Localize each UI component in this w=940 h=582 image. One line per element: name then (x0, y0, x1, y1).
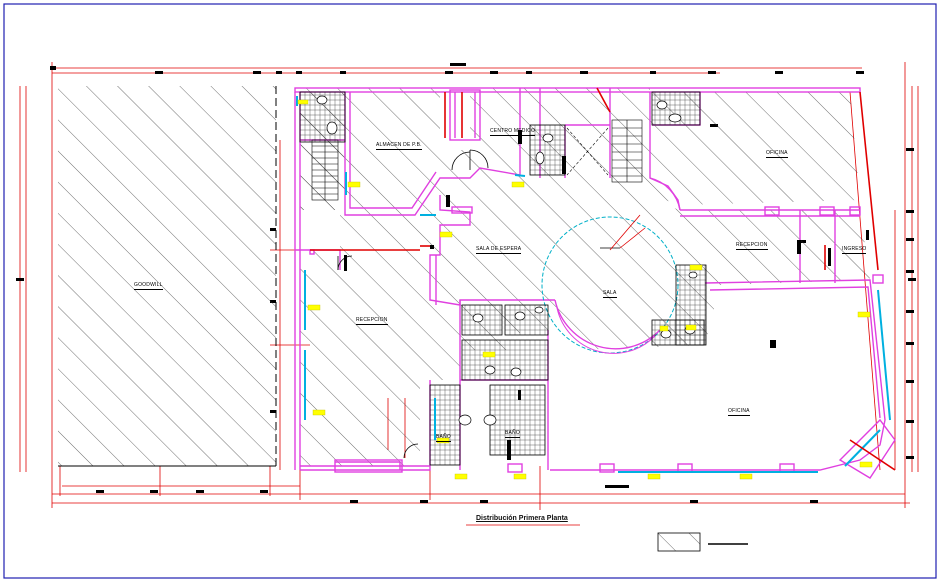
room-label-bath-a: BAÑO (436, 434, 451, 440)
room-label-garage: GOODWILL (134, 282, 163, 288)
room-label-office-ne: OFICINA (766, 150, 788, 156)
sanitary-fixtures (316, 95, 698, 426)
stairs (311, 119, 643, 201)
sheet-border (3, 3, 937, 579)
drawing-title: Distribución Primera Planta (476, 515, 568, 522)
garage-hatch (58, 86, 276, 466)
room-label-circle: SALA (603, 290, 617, 296)
red-accents (310, 87, 896, 471)
legend (657, 532, 748, 552)
legend-swatch (657, 532, 701, 552)
room-label-bath-b: BAÑO (505, 430, 520, 436)
room-label-waiting: SALA DE ESPERA (476, 246, 522, 252)
room-label-stair-store: ALMACEN DE P.B. (376, 142, 422, 148)
room-label-hall: OFICINA (728, 408, 750, 414)
doors (337, 149, 489, 459)
wall-stubs (344, 130, 869, 460)
dimension-lines (19, 62, 919, 526)
room-label-services: CENTRO MEDICO (490, 128, 536, 134)
glazing (296, 96, 891, 473)
room-label-lobby: RECEPCION (356, 317, 388, 323)
room-label-reception: RECEPCION (736, 242, 768, 248)
room-label-entry: INGRESO (842, 246, 867, 252)
interior-hatch (300, 88, 870, 466)
